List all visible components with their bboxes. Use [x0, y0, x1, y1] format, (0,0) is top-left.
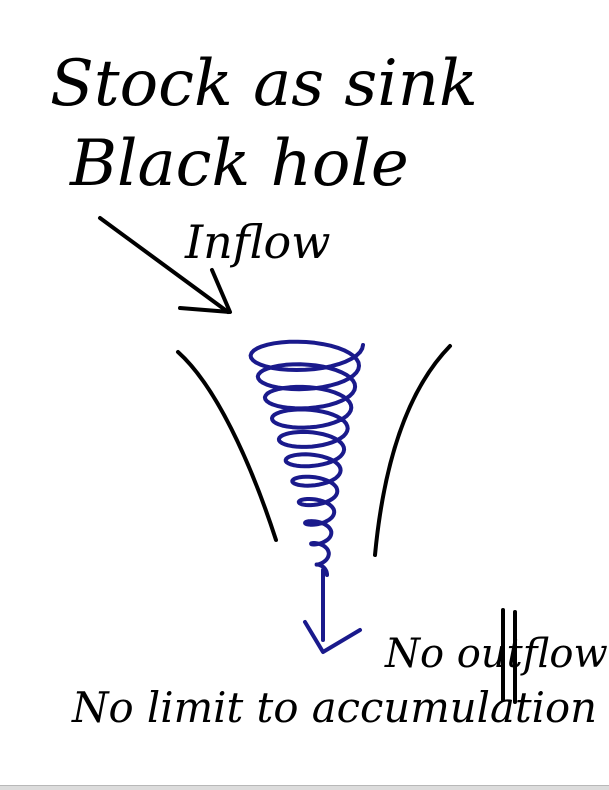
inflow-arrow-head: [178, 268, 232, 314]
funnel-left-wall: [176, 350, 278, 542]
title-line-2: Black hole: [69, 127, 409, 201]
inflow-arrow: [98, 216, 232, 314]
bottom-divider: [0, 785, 609, 790]
black-hole-funnel: [176, 344, 452, 557]
inflow-label: Inflow: [184, 215, 331, 269]
title-line-1: Stock as sink: [50, 47, 478, 121]
spiral-vortex: [248, 339, 365, 654]
accumulation-label: No limit to accumulation: [71, 683, 597, 732]
funnel-right-wall: [373, 344, 452, 557]
spiral-arrow-head: [303, 620, 362, 654]
inflow-arrow-shaft: [98, 216, 230, 314]
spiral-coil: [248, 339, 365, 577]
outflow-label: No outflow: [384, 631, 608, 677]
